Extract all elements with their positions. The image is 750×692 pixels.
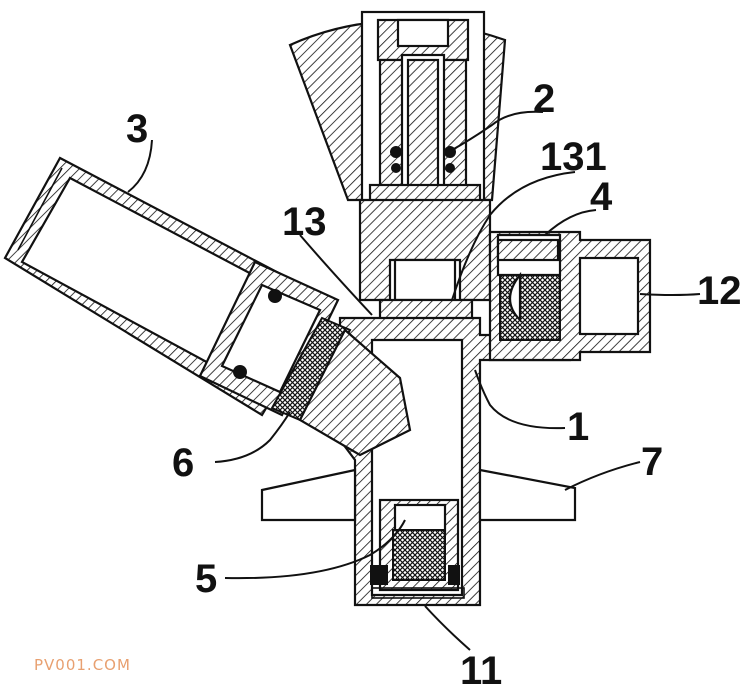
label-2: 2 — [533, 77, 555, 121]
valve-bonnet — [358, 198, 492, 324]
label-5: 5 — [195, 557, 217, 601]
label-6: 6 — [172, 441, 194, 485]
label-12: 12 — [697, 269, 742, 313]
check-valve — [370, 498, 465, 599]
union-nut — [198, 260, 340, 417]
label-13: 13 — [282, 200, 327, 244]
label-131: 131 — [540, 135, 607, 179]
label-1: 1 — [567, 405, 589, 449]
label-11: 11 — [460, 649, 502, 692]
gasket — [270, 316, 412, 457]
label-3: 3 — [126, 107, 148, 151]
label-4: 4 — [590, 175, 613, 219]
label-7: 7 — [641, 440, 663, 484]
outlet-connector — [488, 230, 652, 362]
leader-lines — [127, 110, 701, 651]
mounting-flange — [260, 468, 577, 522]
watermark-text: PV001.COM — [34, 656, 131, 674]
